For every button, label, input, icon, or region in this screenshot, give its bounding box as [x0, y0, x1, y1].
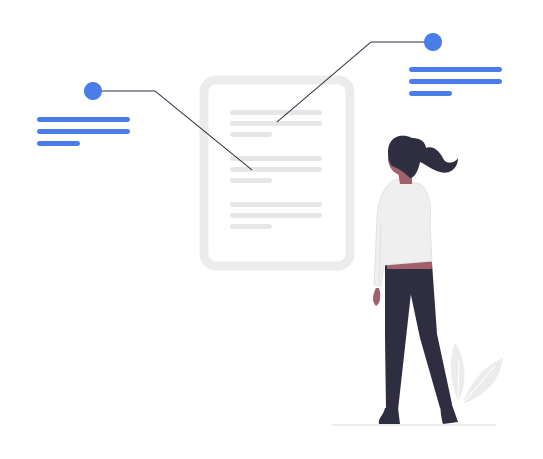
document-icon [199, 75, 355, 271]
document-line [230, 121, 322, 126]
document-line [230, 224, 272, 229]
hand [373, 288, 381, 306]
arm-crease [378, 222, 382, 284]
shoe-right [440, 402, 458, 424]
hair [388, 135, 458, 178]
document-line [230, 178, 272, 183]
document-line [230, 167, 322, 172]
document-line [230, 213, 322, 218]
right-leader-line [276, 41, 433, 123]
shoe-left [378, 408, 400, 424]
shirt [373, 178, 433, 287]
document-text-lines [230, 110, 322, 229]
callout-line [37, 141, 80, 146]
right-callout [276, 33, 502, 123]
standing-woman-illustration [373, 135, 458, 424]
left-callout [37, 82, 253, 171]
leaf-plant-icon [450, 343, 503, 405]
callout-line [409, 67, 502, 72]
document-line [230, 156, 322, 161]
callout-line [37, 129, 130, 134]
callout-line [409, 79, 502, 84]
callout-dot-icon [424, 33, 442, 51]
document-line [230, 110, 322, 115]
pants-right-leg [405, 263, 452, 408]
left-leader-line [93, 90, 253, 171]
document-line [230, 132, 272, 137]
pants-left-leg [385, 265, 414, 410]
callout-line [37, 117, 130, 122]
document-line [230, 202, 322, 207]
callout-dot-icon [84, 82, 102, 100]
callout-line [409, 91, 452, 96]
